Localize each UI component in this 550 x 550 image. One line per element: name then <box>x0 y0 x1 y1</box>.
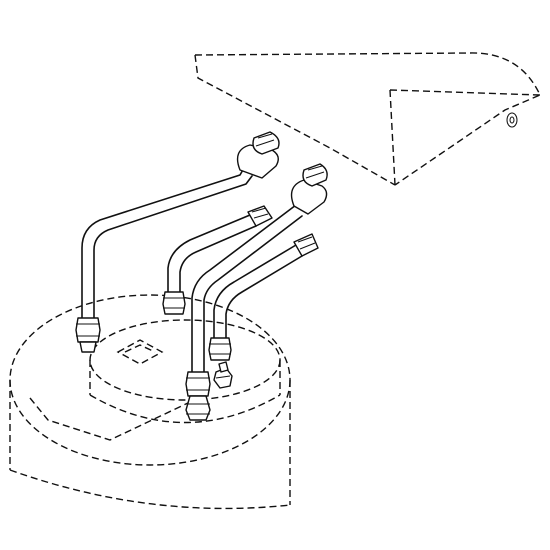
heat-exchanger-housing <box>194 52 541 186</box>
connection-pipe-1 <box>75 131 280 353</box>
connection-pipe-3 <box>185 163 328 421</box>
storage-tank <box>9 294 291 510</box>
connection-pipe-4 <box>208 233 319 361</box>
connection-pipe-2 <box>162 205 273 315</box>
drain-valve <box>213 361 233 389</box>
